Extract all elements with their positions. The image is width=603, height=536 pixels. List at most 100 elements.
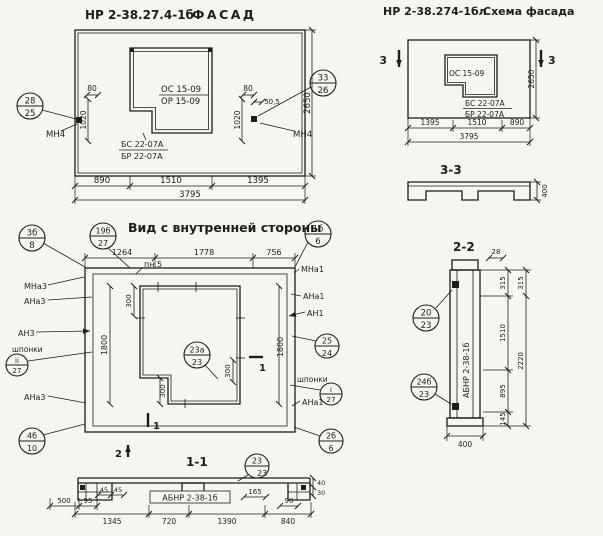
- inner-view-drawing: 3б 8 19б 27 1б 6 Вид с внутренней сторон…: [5, 220, 344, 469]
- extension-lines: [74, 502, 312, 518]
- callout-sheet: 23: [421, 321, 432, 331]
- anchor-square: [80, 485, 85, 490]
- callout-sheet: 10: [27, 444, 37, 453]
- sill-mark-label: БС 22-07А: [465, 99, 506, 108]
- facade-panel-outline: [74, 29, 306, 177]
- dim-label: 2650: [527, 69, 536, 88]
- profile-body-inner: [456, 270, 474, 418]
- inner-window-opening: [139, 285, 241, 405]
- extension-lines: [480, 269, 531, 427]
- dim-label: 720: [162, 517, 177, 526]
- inner-panel-outline: [84, 267, 296, 433]
- anchor-square: [208, 48, 212, 52]
- leader-line: [293, 426, 321, 437]
- dim-label: 1395: [420, 118, 439, 127]
- block-label-frame: [149, 490, 231, 504]
- dim-label: 45: [114, 486, 122, 494]
- dim-label: 300: [125, 294, 133, 307]
- dim-label: 890: [94, 176, 110, 186]
- facade-panel-inner-line: [77, 32, 303, 174]
- dim-label: 890: [510, 118, 525, 127]
- dim-label: 300: [159, 384, 167, 397]
- anchor-square: [301, 485, 306, 490]
- section-3-3-profile: [407, 181, 531, 201]
- profile-left-block: [77, 478, 113, 501]
- leader-line: [435, 289, 453, 309]
- anchor-square: [452, 281, 459, 288]
- block-mark-label: АБНР 2-38-1б: [162, 494, 217, 503]
- dim-label: 95: [84, 497, 93, 505]
- callout-number: 23: [252, 457, 262, 466]
- leader-line: [135, 267, 143, 275]
- inner-view-title: Вид с внутренней стороны: [128, 220, 321, 235]
- dim-label: 30: [317, 489, 325, 497]
- dim-label: 50,5: [264, 98, 280, 106]
- dim-label: 400: [458, 440, 473, 449]
- callout-number: 20: [421, 309, 432, 319]
- leader-line: [204, 364, 219, 380]
- callout-number: 25: [322, 337, 332, 346]
- leader-line: [291, 335, 317, 342]
- anchor-mark-label: АНа3: [24, 297, 45, 306]
- anchor-mark-label: МНа3: [24, 282, 47, 291]
- callout-number: 33: [318, 74, 329, 84]
- extension-lines: [446, 426, 484, 441]
- callout-sheet: 6: [315, 237, 320, 247]
- anchor-square: [130, 48, 134, 52]
- leader-line: [290, 293, 302, 297]
- anchor-mark-label: АНа1: [302, 398, 323, 407]
- anchor-mark-label: АН3: [18, 329, 35, 338]
- anchor-tick-marks: [136, 282, 245, 408]
- section-2-2-drawing: 2-2 28 АБНР 2-38-1б 315 1510 895 145 315…: [410, 240, 531, 449]
- callout-number: i: [330, 386, 332, 394]
- dim-label: 400: [541, 184, 549, 197]
- anchor-mark-label: МН4: [46, 130, 65, 140]
- dim-label: 28: [492, 248, 501, 256]
- sill-mark-label: БС 22-07А: [121, 140, 164, 149]
- callout-sheet: 24: [322, 349, 332, 358]
- dim-label: 315: [517, 276, 525, 289]
- dim-label: 80: [87, 84, 97, 93]
- callout-sheet: 27: [13, 367, 22, 375]
- section-mark-label: 1: [153, 421, 160, 432]
- section-mark-label: 1: [259, 363, 266, 374]
- anchor-mark-label: АНа1: [303, 292, 324, 301]
- dim-label: 1395: [247, 176, 269, 186]
- callout-sheet: 6: [328, 444, 333, 453]
- dim-label: 90: [285, 497, 294, 505]
- schema-window-opening: [444, 54, 498, 98]
- leader-line: [47, 296, 93, 301]
- sill-mark-label: БР 22-07А: [465, 110, 505, 119]
- schema-window-frame-line: [447, 57, 495, 95]
- inner-window-frame-line: [142, 288, 238, 402]
- window-mark-label: ОС 15-09: [449, 69, 485, 78]
- leader-line: [41, 109, 77, 120]
- dim-label: 1390: [217, 517, 236, 526]
- leader-line: [291, 400, 301, 407]
- leader-line: [142, 132, 147, 141]
- anchor-mark-label: МН4: [293, 130, 312, 140]
- callout-sheet: 25: [25, 109, 36, 119]
- callout-sheet: 8: [29, 241, 34, 251]
- callout-number: 28: [25, 97, 36, 107]
- anchor-square: [76, 117, 82, 123]
- leader-line: [434, 393, 452, 405]
- dim-label: 1800: [276, 337, 285, 357]
- window-mark-label: ОС 15-09: [161, 85, 201, 95]
- dim-label: 1345: [102, 517, 121, 526]
- callout-number: 2б: [326, 432, 336, 441]
- extension-lines: [530, 181, 541, 201]
- dim-label: 1778: [194, 248, 214, 257]
- facade-drawing: НР 2-38.27.4-1б ФАСАД ОС 15-09 ОР 15-09 …: [16, 7, 337, 204]
- leader-line: [289, 384, 321, 391]
- anchor-square: [452, 403, 459, 410]
- dim-label: 3795: [179, 190, 201, 200]
- leader-line: [294, 241, 309, 268]
- callout-sheet: 23: [257, 469, 267, 478]
- dim-label: 895: [499, 384, 507, 397]
- pn5-label: пн 5: [144, 260, 162, 269]
- block-mark-label: АБНР 2-38-1б: [462, 343, 471, 398]
- leader-line: [35, 328, 91, 334]
